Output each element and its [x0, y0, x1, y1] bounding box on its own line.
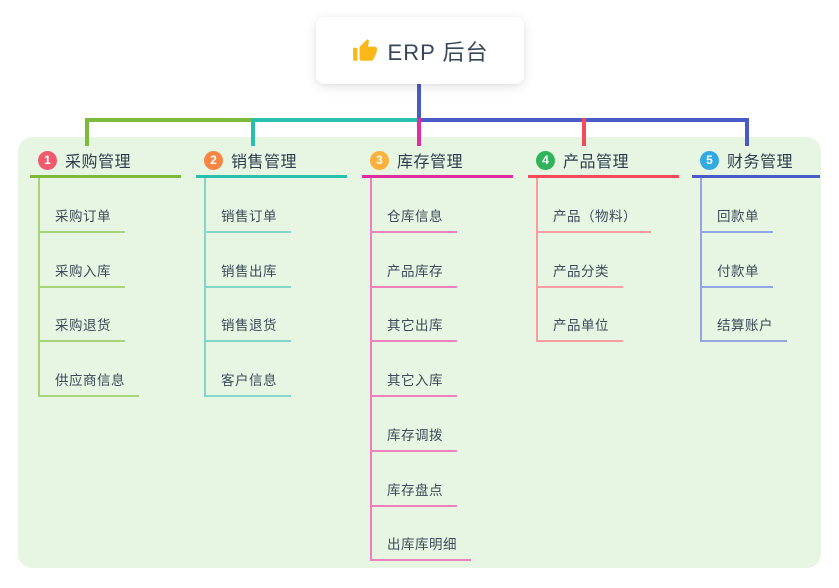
branch-underline — [692, 175, 820, 178]
branch-number-badge: 3 — [370, 150, 389, 170]
child-node[interactable]: 产品单位 — [536, 316, 623, 342]
branch-title: 采购管理 — [65, 154, 132, 171]
branches-panel — [18, 137, 821, 568]
child-node[interactable]: 仓库信息 — [370, 207, 457, 233]
child-node[interactable]: 回款单 — [700, 207, 773, 233]
child-node[interactable]: 销售出库 — [204, 262, 291, 288]
connector-drop-branch-2 — [251, 118, 255, 146]
root-connector-stem — [417, 84, 421, 120]
child-node[interactable]: 采购订单 — [38, 207, 125, 233]
child-node[interactable]: 结算账户 — [700, 316, 787, 342]
thumbs-up-icon — [352, 38, 378, 64]
branch-node-1[interactable]: 1 采购管理 — [38, 149, 131, 171]
child-node[interactable]: 其它入库 — [370, 371, 457, 397]
child-node[interactable]: 出库库明细 — [370, 535, 471, 561]
branch-underline — [528, 175, 679, 178]
child-node[interactable]: 其它出库 — [370, 316, 457, 342]
branch-underline — [30, 175, 181, 178]
branch-trunk-line — [536, 178, 538, 340]
branch-title: 销售管理 — [231, 154, 298, 171]
child-node[interactable]: 产品库存 — [370, 262, 457, 288]
child-node[interactable]: 付款单 — [700, 262, 773, 288]
branch-number-badge: 1 — [38, 150, 57, 170]
branch-number-badge: 2 — [204, 150, 223, 170]
branch-node-3[interactable]: 3 库存管理 — [370, 149, 463, 171]
child-node[interactable]: 销售退货 — [204, 316, 291, 342]
connector-drop-branch-1 — [85, 118, 89, 146]
connector-drop-branch-3 — [417, 118, 421, 146]
branch-title: 库存管理 — [397, 154, 464, 171]
branch-trunk-line — [700, 178, 702, 340]
child-node[interactable]: 产品（物料） — [536, 207, 651, 233]
branch-node-4[interactable]: 4 产品管理 — [536, 149, 629, 171]
root-node[interactable]: ERP 后台 — [316, 17, 524, 84]
child-node[interactable]: 客户信息 — [204, 371, 291, 397]
child-node[interactable]: 采购退货 — [38, 316, 125, 342]
child-node[interactable]: 库存盘点 — [370, 481, 457, 507]
connector-drop-branch-4 — [582, 118, 586, 146]
child-node[interactable]: 销售订单 — [204, 207, 291, 233]
branch-title: 产品管理 — [563, 154, 630, 171]
connector-drop-branch-5 — [745, 118, 749, 146]
child-node[interactable]: 库存调拨 — [370, 426, 457, 452]
branch-node-2[interactable]: 2 销售管理 — [204, 149, 297, 171]
branch-node-5[interactable]: 5 财务管理 — [700, 149, 793, 171]
child-node[interactable]: 产品分类 — [536, 262, 623, 288]
connector-hline-branch-2 — [251, 118, 421, 122]
root-title: ERP 后台 — [387, 39, 489, 65]
child-node[interactable]: 供应商信息 — [38, 371, 139, 397]
child-node[interactable]: 采购入库 — [38, 262, 125, 288]
branch-trunk-line — [370, 178, 372, 559]
branch-underline — [362, 175, 513, 178]
branch-number-badge: 5 — [700, 150, 719, 170]
branch-underline — [196, 175, 347, 178]
branch-title: 财务管理 — [727, 154, 794, 171]
branch-number-badge: 4 — [536, 150, 555, 170]
connector-hline-branch-1 — [85, 118, 253, 122]
